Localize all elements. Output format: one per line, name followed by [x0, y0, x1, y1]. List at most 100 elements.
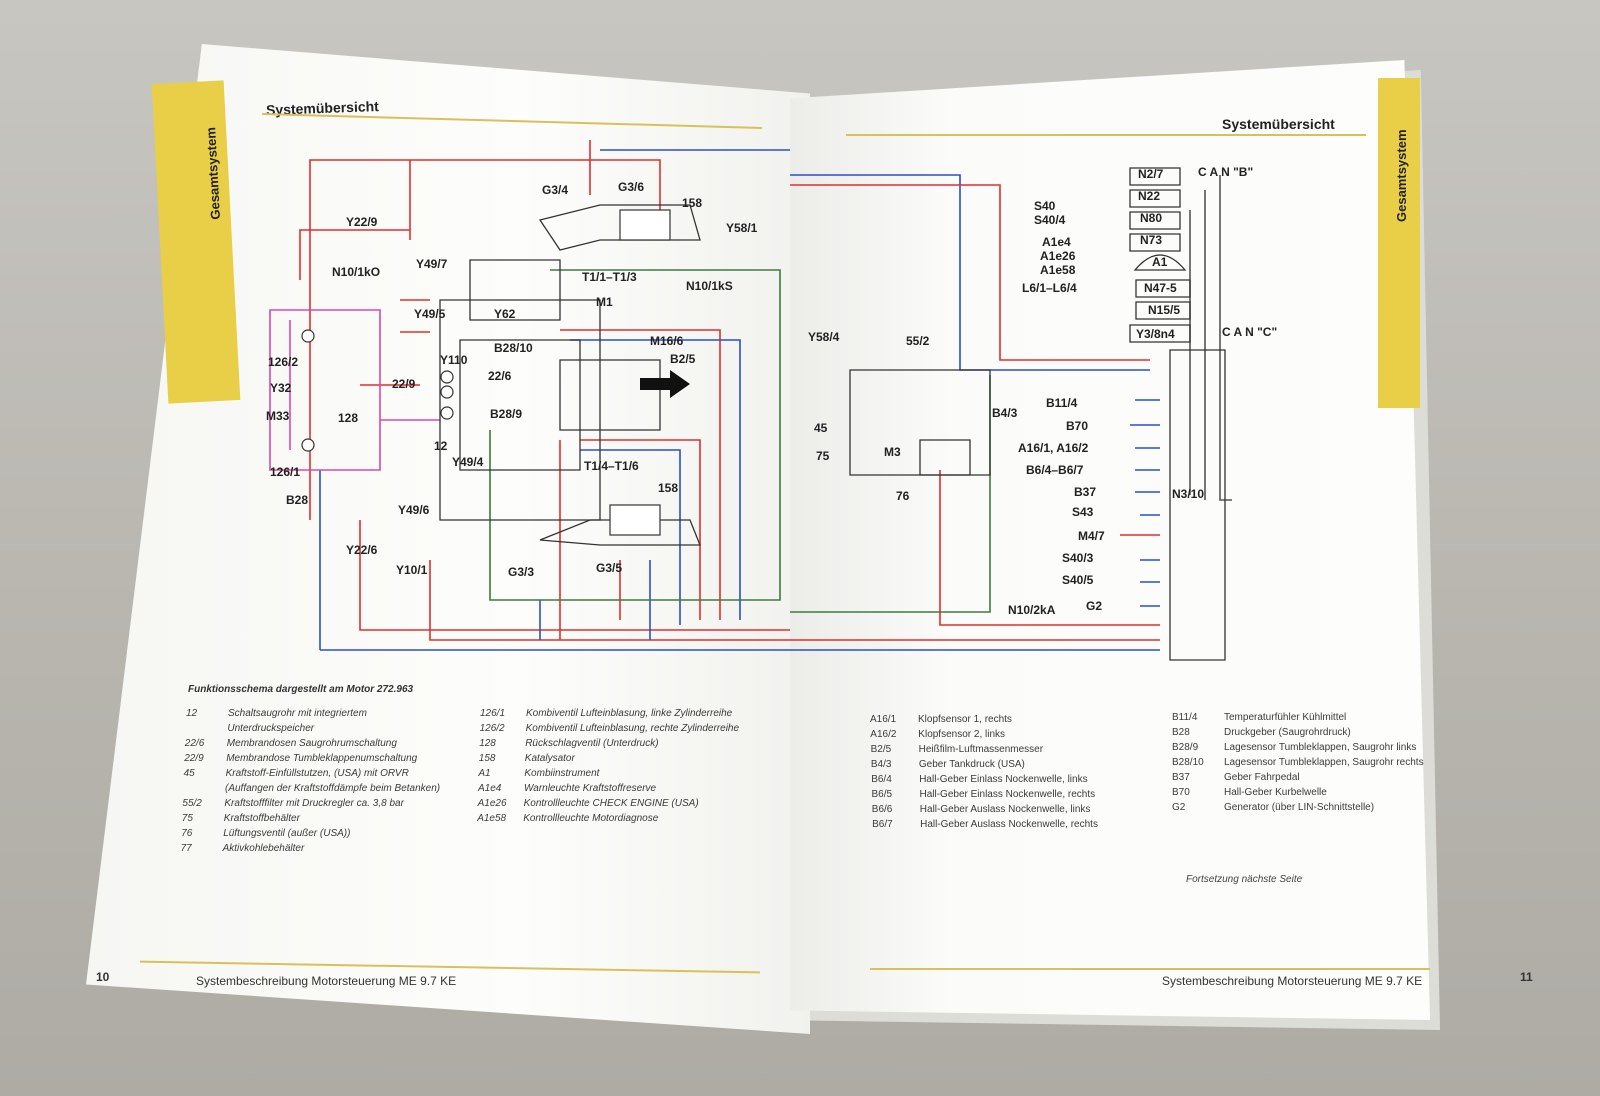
right-title-rule [846, 134, 1366, 136]
left-diagram-label: M33 [266, 409, 290, 423]
right-diagram-label: B37 [1074, 485, 1096, 499]
left-diagram-label: 126/1 [270, 465, 300, 479]
left-diagram-label: 22/6 [488, 369, 512, 383]
left-diagram-label: Y62 [494, 307, 516, 321]
right-section-tab [1378, 78, 1420, 408]
right-diagram-label: A1e58 [1040, 263, 1076, 277]
left-diagram-label: Y22/9 [346, 215, 378, 229]
left-diagram-label: T1/4–T1/6 [584, 459, 639, 473]
right-diagram-label: N22 [1138, 189, 1160, 203]
left-diagram-label: G3/6 [618, 180, 644, 194]
right-diagram-label: 75 [816, 449, 830, 463]
left-diagram-label: Y58/4 [808, 330, 840, 344]
left-diagram-label: G3/3 [508, 565, 534, 579]
right-diagram-label: B11/4 [1046, 396, 1078, 410]
right-diagram-label: N3/10 [1172, 487, 1204, 501]
right-diagram-label: N15/5 [1148, 303, 1180, 317]
left-diagram-label: Y22/6 [346, 543, 378, 557]
right-diagram-label: N73 [1140, 233, 1162, 247]
right-footer-text: Systembeschreibung Motorsteuerung ME 9.7… [1162, 974, 1423, 988]
right-footer-rule [870, 968, 1430, 970]
left-diagram-label: N10/1kS [686, 279, 733, 293]
right-page [790, 60, 1430, 1020]
right-diagram-label: A1 [1152, 255, 1168, 269]
left-diagram-label: Y49/5 [414, 307, 446, 321]
continuation-note: Fortsetzung nächste Seite [1186, 874, 1303, 885]
right-diagram-label: M3 [884, 445, 901, 459]
left-diagram-label: 45 [814, 421, 828, 435]
left-diagram-label: B28/9 [490, 407, 522, 421]
right-diagram-label: A1e4 [1042, 235, 1071, 249]
right-diagram-label: B70 [1066, 419, 1088, 433]
diagram-caption: Funktionsschema dargestellt am Motor 272… [188, 684, 414, 695]
right-diagram-label: C A N "C" [1222, 325, 1277, 339]
left-diagram-label: 158 [682, 196, 702, 210]
left-diagram-label: M16/6 [650, 334, 684, 348]
left-diagram-label: 126/2 [268, 355, 298, 369]
right-diagram-label: N2/7 [1138, 167, 1164, 181]
left-page-number: 10 [96, 970, 110, 984]
left-diagram-label: N10/1kO [332, 265, 380, 279]
right-diagram-label: S40/5 [1062, 573, 1094, 587]
right-diagram-label: S43 [1072, 505, 1094, 519]
right-diagram-label: A16/1, A16/2 [1018, 441, 1089, 455]
right-diagram-label: M4/7 [1078, 529, 1105, 543]
right-diagram-label: 76 [896, 489, 910, 503]
left-diagram-label: 12 [434, 439, 448, 453]
left-diagram-label: G3/5 [596, 561, 622, 575]
right-diagram-label: L6/1–L6/4 [1022, 281, 1077, 295]
left-footer-text: Systembeschreibung Motorsteuerung ME 9.7… [196, 974, 457, 988]
left-diagram-label: G3/4 [542, 183, 568, 197]
left-diagram-label: M1 [596, 295, 613, 309]
legend-entry: Unterdruckspeicher [227, 723, 315, 734]
right-diagram-label: N10/2kA [1008, 603, 1056, 617]
right-diagram-label: N47-5 [1144, 281, 1177, 295]
left-diagram-label: Y49/4 [452, 455, 484, 469]
left-diagram-label: B28 [286, 493, 308, 507]
left-diagram-label: 158 [658, 481, 678, 495]
right-diagram-label: 55/2 [906, 334, 930, 348]
left-diagram-label: T1/1–T1/3 [582, 270, 637, 284]
left-diagram-label: Y49/6 [398, 503, 430, 517]
left-diagram-label: B2/5 [670, 352, 696, 366]
right-diagram-label: G2 [1086, 599, 1102, 613]
legend-entry: (Auffangen der Kraftstoffdämpfe beim Bet… [225, 783, 441, 794]
left-diagram-label: 128 [338, 411, 358, 425]
right-diagram-label: Y3/8n4 [1136, 327, 1175, 341]
right-diagram-label: B6/4–B6/7 [1026, 463, 1084, 477]
right-diagram-label: C A N "B" [1198, 165, 1253, 179]
left-diagram-label: Y49/7 [416, 257, 448, 271]
right-diagram-label: A1e26 [1040, 249, 1076, 263]
left-diagram-label: B28/10 [494, 341, 533, 355]
left-diagram-label: Y110 [440, 353, 468, 367]
right-diagram-label: N80 [1140, 211, 1162, 225]
